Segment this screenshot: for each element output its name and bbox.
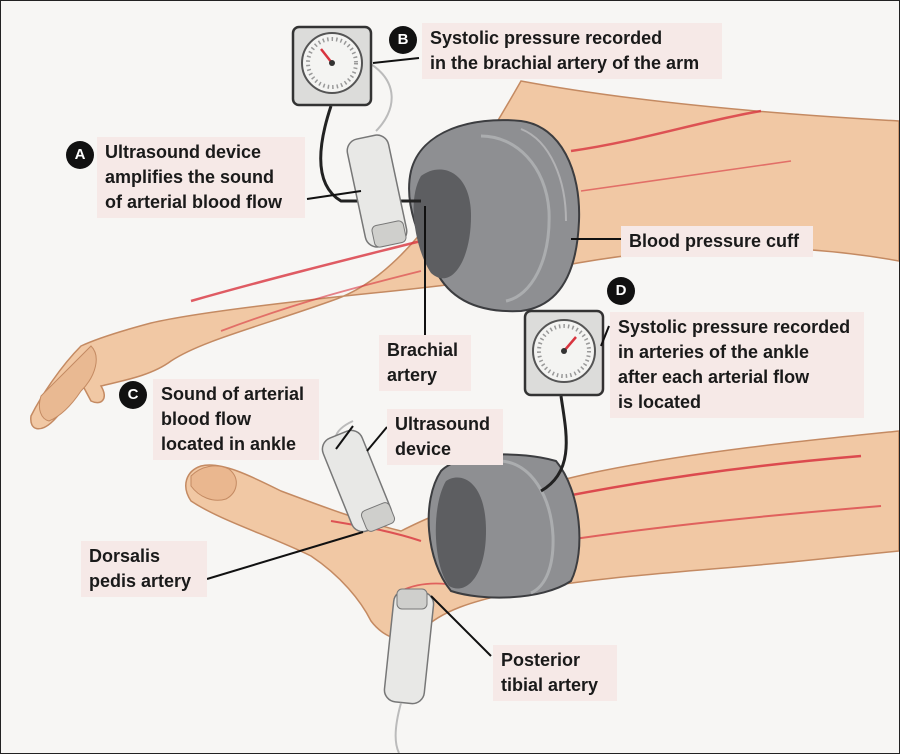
label-c-sound-located-ankle: Sound of arterial blood flow located in … — [153, 379, 319, 460]
label-d-systolic-ankle: Systolic pressure recorded in arteries o… — [610, 312, 864, 418]
label-ultrasound-device: Ultrasound device — [387, 409, 503, 465]
label-b-systolic-brachial: Systolic pressure recorded in the brachi… — [422, 23, 722, 79]
label-blood-pressure-cuff: Blood pressure cuff — [621, 226, 813, 257]
dorsal-ultrasound-probe-icon — [321, 420, 396, 533]
badge-c: C — [119, 381, 147, 409]
ankle-ultrasound-probe-icon — [383, 588, 435, 753]
arm-pressure-gauge-icon — [291, 25, 373, 107]
arm-cuff-icon — [408, 119, 581, 313]
leader-lines — [206, 57, 621, 657]
label-brachial-artery: Brachial artery — [379, 335, 471, 391]
label-a-ultrasound-amplifies: Ultrasound device amplifies the sound of… — [97, 137, 305, 218]
badge-d: D — [607, 277, 635, 305]
label-posterior-tibial-artery: Posterior tibial artery — [493, 645, 617, 701]
arm-ultrasound-probe-icon — [319, 60, 421, 248]
badge-a: A — [66, 141, 94, 169]
leg-pressure-gauge-icon — [523, 309, 605, 493]
label-dorsalis-pedis-artery: Dorsalis pedis artery — [81, 541, 207, 597]
badge-b: B — [389, 26, 417, 54]
